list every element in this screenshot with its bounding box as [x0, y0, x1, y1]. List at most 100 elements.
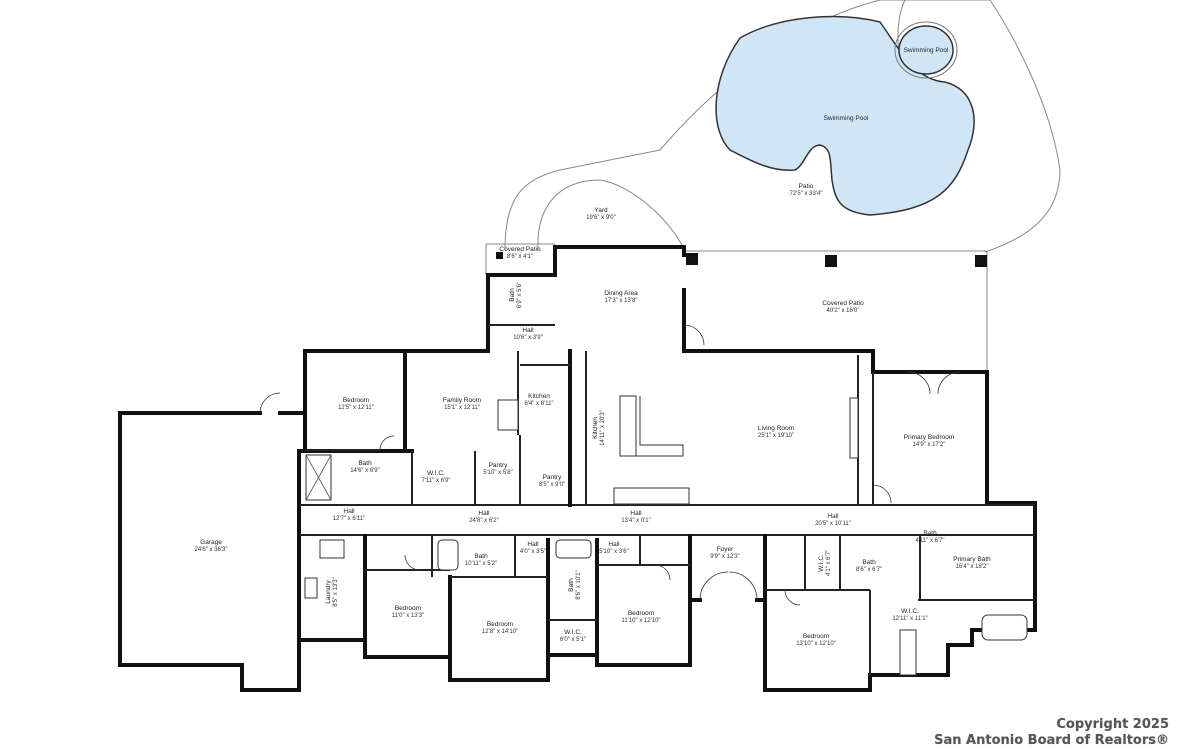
- svg-text:8'6" x 6'7": 8'6" x 6'7": [856, 567, 882, 573]
- svg-text:Foyer: Foyer: [717, 546, 734, 553]
- svg-text:12'8" x 14'10": 12'8" x 14'10": [482, 629, 518, 635]
- svg-text:Covered Patio: Covered Patio: [499, 246, 541, 253]
- svg-text:Pantry: Pantry: [543, 474, 563, 481]
- svg-text:8'6" x 10'1": 8'6" x 10'1": [576, 570, 582, 600]
- svg-text:W.I.C.: W.I.C.: [818, 554, 825, 572]
- svg-text:14'9" x 17'2": 14'9" x 17'2": [913, 442, 946, 448]
- svg-text:Bath: Bath: [474, 553, 488, 560]
- svg-text:13'10" x 12'10": 13'10" x 12'10": [796, 641, 836, 647]
- svg-text:6'4" x 8'11": 6'4" x 8'11": [524, 401, 553, 407]
- svg-text:Dining Area: Dining Area: [604, 290, 638, 297]
- svg-text:13'4" x 0'1": 13'4" x 0'1": [621, 518, 651, 524]
- svg-text:Family Room: Family Room: [443, 397, 481, 404]
- svg-text:Kitchen: Kitchen: [528, 393, 550, 400]
- svg-text:10'11" x 5'2": 10'11" x 5'2": [465, 561, 497, 567]
- fixtures: [304, 395, 1028, 676]
- svg-text:Hall: Hall: [478, 510, 490, 517]
- room-wic-2: W.I.C.4'1" x 6'7": [818, 550, 832, 576]
- svg-text:Hall: Hall: [343, 508, 355, 515]
- svg-text:Bath: Bath: [862, 559, 876, 566]
- svg-text:Hall: Hall: [630, 510, 642, 517]
- svg-text:72'5" x 33'4": 72'5" x 33'4": [790, 191, 823, 197]
- svg-text:Bath: Bath: [358, 460, 372, 467]
- svg-text:40'2" x 16'0": 40'2" x 16'0": [827, 308, 860, 314]
- svg-text:Swimming Pool: Swimming Pool: [904, 47, 949, 54]
- room-swimming-pool: Swimming Pool: [824, 115, 869, 122]
- svg-text:Living Room: Living Room: [758, 425, 794, 432]
- svg-text:Bedroom: Bedroom: [395, 605, 421, 612]
- room-wic-1: W.I.C.7'11" x 6'9": [421, 470, 450, 484]
- room-wic-3: W.I.C.6'0" x 5'1": [560, 629, 586, 643]
- copyright-line-1: Copyright 2025: [1056, 717, 1169, 732]
- svg-text:Hall: Hall: [527, 541, 539, 548]
- svg-text:W.I.C.: W.I.C.: [564, 629, 582, 636]
- svg-text:W.I.C.: W.I.C.: [427, 470, 445, 477]
- svg-text:24'6" x 36'3": 24'6" x 36'3": [195, 547, 228, 553]
- svg-text:10'6" x 3'9": 10'6" x 3'9": [513, 335, 543, 341]
- svg-text:Bath: Bath: [509, 288, 516, 302]
- svg-text:25'1" x 19'10": 25'1" x 19'10": [758, 433, 794, 439]
- svg-text:Primary Bath: Primary Bath: [953, 556, 991, 563]
- svg-text:Patio: Patio: [799, 183, 814, 190]
- svg-text:Bedroom: Bedroom: [628, 610, 654, 617]
- svg-text:Laundry: Laundry: [325, 580, 332, 604]
- svg-text:Hall: Hall: [827, 513, 839, 520]
- svg-text:W.I.C.: W.I.C.: [901, 608, 919, 615]
- svg-text:12'11" x 11'1": 12'11" x 11'1": [892, 616, 927, 622]
- room-wic-4: W.I.C.12'11" x 11'1": [892, 608, 927, 622]
- copyright-line-2: San Antonio Board of Realtors®: [934, 733, 1169, 748]
- exterior-walls: [118, 245, 1037, 692]
- small-pool: [898, 25, 954, 75]
- svg-text:Hall: Hall: [608, 541, 620, 548]
- svg-text:8'5" x 9'0": 8'5" x 9'0": [539, 482, 565, 488]
- svg-text:16'4" x 18'2": 16'4" x 18'2": [956, 564, 989, 570]
- svg-text:4'11" x 6'7": 4'11" x 6'7": [915, 538, 944, 544]
- svg-text:14'6" x 6'9": 14'6" x 6'9": [350, 468, 380, 474]
- svg-text:Kitchen: Kitchen: [592, 417, 599, 439]
- svg-text:6'9" x 5'6": 6'9" x 5'6": [517, 282, 523, 308]
- svg-text:12'5" x 12'11": 12'5" x 12'11": [338, 405, 374, 411]
- svg-text:5'10" x 3'6": 5'10" x 3'6": [599, 549, 629, 555]
- doors: [259, 324, 961, 606]
- svg-text:20'5" x 10'11": 20'5" x 10'11": [815, 521, 851, 527]
- svg-text:Bath: Bath: [568, 578, 575, 592]
- svg-text:Bedroom: Bedroom: [343, 397, 369, 404]
- svg-text:9'9" x 12'3": 9'9" x 12'3": [710, 554, 740, 560]
- svg-text:Yard: Yard: [594, 207, 608, 214]
- svg-text:Pantry: Pantry: [489, 462, 509, 469]
- svg-text:4'1" x 6'7": 4'1" x 6'7": [826, 550, 832, 576]
- svg-text:11'10" x 12'10": 11'10" x 12'10": [621, 618, 660, 624]
- svg-text:Bath: Bath: [923, 530, 937, 537]
- svg-text:Bedroom: Bedroom: [803, 633, 829, 640]
- svg-text:14'11" x 20'3": 14'11" x 20'3": [600, 410, 606, 446]
- svg-text:Hall: Hall: [522, 327, 534, 334]
- svg-text:5'10" x 5'8": 5'10" x 5'8": [483, 470, 513, 476]
- svg-text:17'3" x 13'8": 17'3" x 13'8": [605, 298, 638, 304]
- svg-text:8'5" x 13'3": 8'5" x 13'3": [333, 577, 339, 607]
- svg-text:19'6" x 9'0": 19'6" x 9'0": [586, 215, 616, 221]
